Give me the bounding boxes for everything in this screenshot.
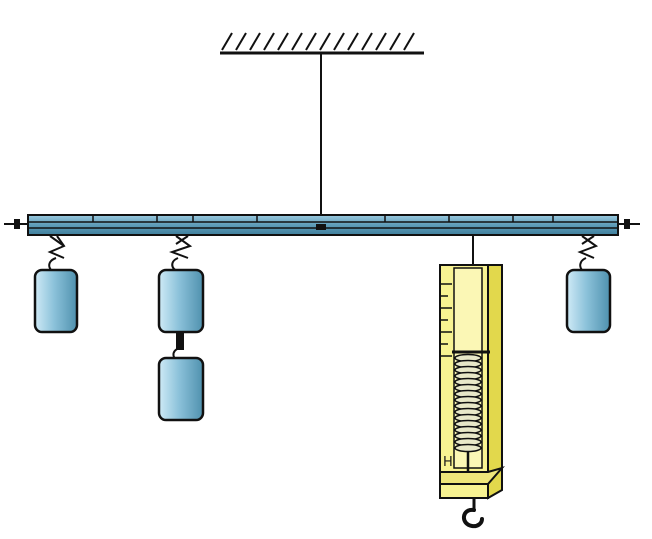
weight-left <box>33 235 79 334</box>
lever <box>4 214 640 236</box>
spring-dynamometer: H <box>439 235 505 529</box>
ceiling-support <box>220 32 424 55</box>
weight-right <box>565 235 612 334</box>
weight-stack-left <box>157 235 205 422</box>
dynamometer-unit-label: H <box>443 455 453 470</box>
